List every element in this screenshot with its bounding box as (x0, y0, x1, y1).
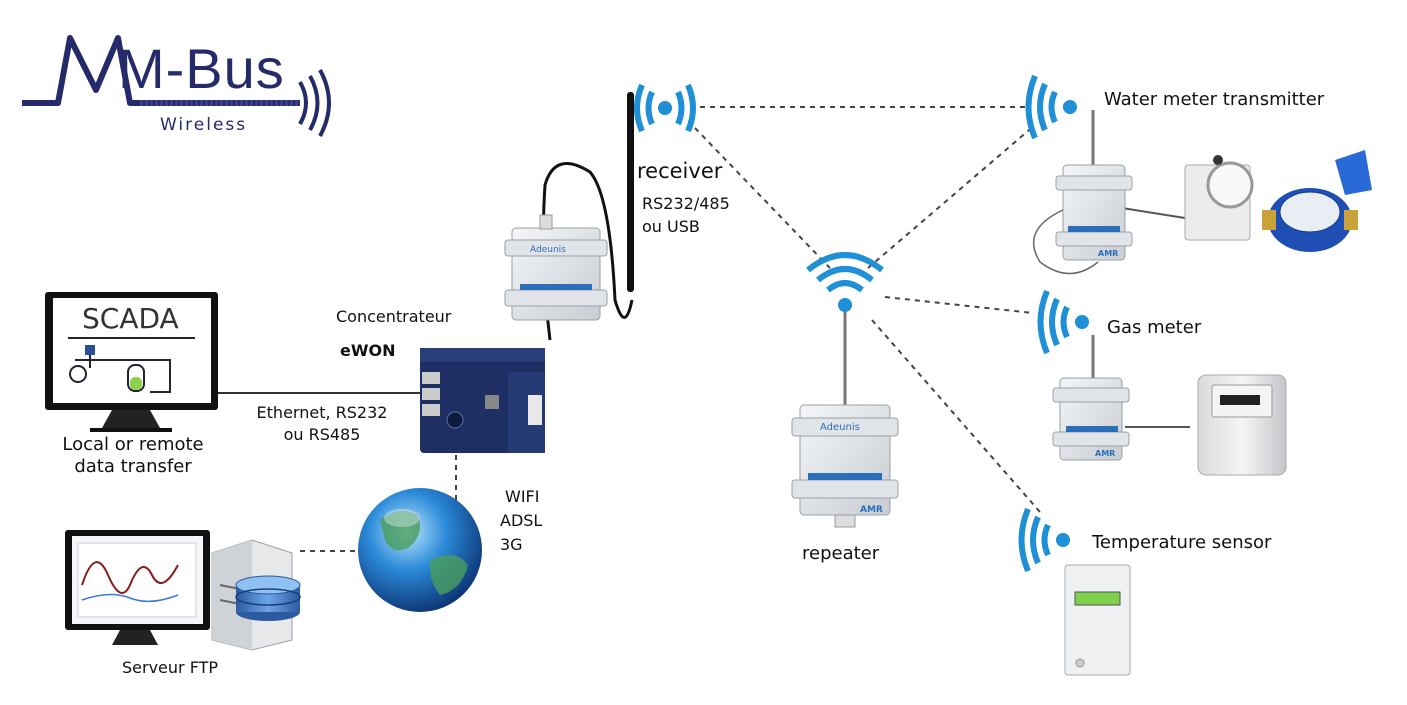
scada-screen-title: SCADA (82, 302, 179, 335)
ethernet-label-line1: Ethernet, RS232 (256, 403, 388, 422)
dashed-link-receiver-repeater (694, 127, 831, 269)
ftp-label: Serveur FTP (122, 658, 219, 677)
dashed-link-repeater-gas (884, 296, 1034, 314)
ewon-concentrator (420, 348, 545, 453)
scada-monitor: SCADA (45, 292, 218, 432)
scada-label: Local or remote data transfer (38, 434, 228, 478)
receiver-brand: Adeunis (530, 245, 566, 255)
internet-label-wifi: WIFI (505, 487, 540, 506)
receiver-interface-line1: RS232/485 (642, 194, 730, 213)
concentrator-label: Concentrateur (336, 307, 452, 326)
repeater-tag: AMR (860, 505, 883, 515)
logo-signal-wave (22, 35, 300, 106)
logo-wave-arc-3 (318, 69, 331, 137)
scada-label-line1: Local or remote (62, 434, 204, 455)
water-transmitter-device: AMR (1032, 110, 1254, 275)
internet-label-adsl: ADSL (500, 511, 543, 530)
repeater-brand: Adeunis (820, 422, 860, 433)
gas-meter (1197, 374, 1287, 476)
temperature-sensor-device (1064, 564, 1131, 676)
water-label: Water meter transmitter (1104, 89, 1325, 110)
gas-transmitter-device: AMR (1052, 335, 1130, 461)
ftp-chart-monitor (65, 530, 210, 645)
connection-lines (218, 106, 1190, 552)
logo-wave-arc-1 (298, 81, 308, 125)
water-device-tag: AMR (1098, 249, 1118, 258)
temperature-label: Temperature sensor (1092, 532, 1272, 553)
internet-globe (358, 488, 482, 612)
ewon-label: eWON (340, 341, 396, 360)
receiver-title: receiver (637, 159, 723, 183)
ethernet-label: Ethernet, RS232 ou RS485 (238, 402, 406, 446)
logo-subtitle: Wireless (160, 115, 247, 135)
water-meter (1262, 150, 1372, 252)
repeater-label: repeater (802, 543, 880, 564)
gas-device-tag: AMR (1095, 449, 1115, 458)
repeater-device: Adeunis AMR (791, 404, 899, 528)
ethernet-label-line2: ou RS485 (283, 425, 361, 444)
dashed-link-repeater-temperature (871, 319, 1041, 513)
water-wireless-icon (1025, 74, 1077, 140)
dashed-link-repeater-water (867, 124, 1036, 269)
repeater-wireless-icon (806, 252, 884, 312)
gas-label: Gas meter (1107, 317, 1202, 338)
scada-pump-icon (85, 345, 95, 355)
internet-label-3g: 3G (500, 535, 523, 554)
receiver-wireless-icon (634, 83, 696, 133)
receiver-device: Adeunis (504, 92, 634, 341)
ftp-server (211, 539, 301, 651)
receiver-interface-line2: ou USB (642, 217, 700, 236)
mbus-logo: M-Bus Wireless (22, 35, 331, 137)
water-cable (1121, 207, 1186, 219)
gas-wireless-icon (1037, 289, 1089, 355)
scada-label-line2: data transfer (74, 456, 192, 477)
logo-wave-arc-2 (308, 75, 320, 131)
logo-title: M-Bus (118, 37, 285, 100)
temperature-wireless-icon (1018, 507, 1070, 573)
